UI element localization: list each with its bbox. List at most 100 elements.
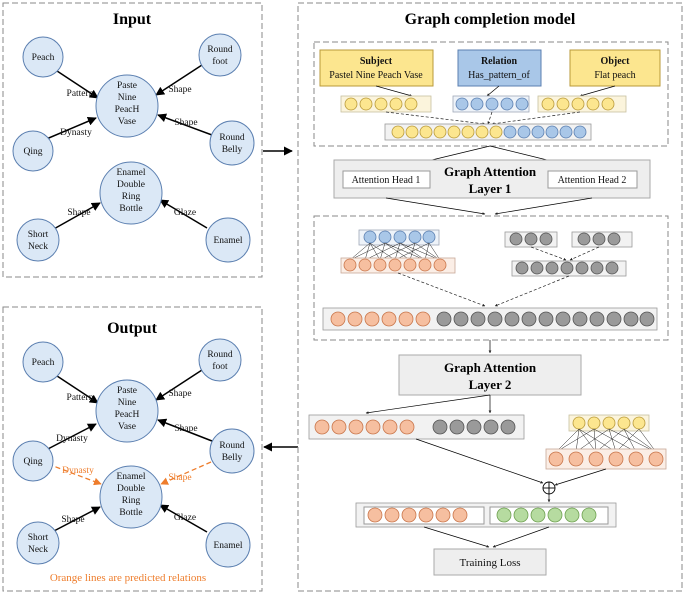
layer1-concat xyxy=(330,311,655,327)
input-title: Input xyxy=(113,11,152,28)
edge-label-glaze: Glaze xyxy=(174,208,196,218)
node-vase: Paste Nine PeacH Vase xyxy=(95,379,159,443)
node-short-neck: Short Neck xyxy=(16,521,60,565)
svg-text:Relation: Relation xyxy=(481,56,518,67)
subject-embedding xyxy=(344,97,418,111)
object-box: Object Flat peach xyxy=(569,49,661,87)
head2-output xyxy=(515,261,619,275)
svg-text:Pastel Nine Peach Vase: Pastel Nine Peach Vase xyxy=(329,70,423,81)
edge-label-dynasty: Dynasty xyxy=(60,128,92,138)
svg-text:Bottle: Bottle xyxy=(119,508,142,518)
svg-text:Object: Object xyxy=(601,56,631,67)
head1-query xyxy=(363,230,436,244)
node-round-belly: Round Belly xyxy=(209,428,255,474)
node-bottle: Enamel Double Ring Bottle xyxy=(99,465,163,529)
edge-label-dynasty: Dynasty xyxy=(56,434,88,444)
svg-text:Paste: Paste xyxy=(117,81,137,91)
node-enamel: Enamel xyxy=(205,217,251,263)
svg-text:Peach: Peach xyxy=(32,358,55,368)
node-qing: Qing xyxy=(12,440,54,482)
svg-text:Enamel: Enamel xyxy=(213,236,242,246)
node-peach: Peach xyxy=(22,341,64,383)
object-embedding xyxy=(541,97,615,111)
relation-embedding xyxy=(455,97,529,111)
edge-label-shape: Shape xyxy=(168,389,191,399)
svg-text:Enamel: Enamel xyxy=(116,472,145,482)
edge-label-shape: Shape xyxy=(67,208,90,218)
svg-text:Short: Short xyxy=(28,533,49,543)
edge-label-glaze: Glaze xyxy=(174,513,196,523)
projection-output xyxy=(548,451,664,467)
node-qing: Qing xyxy=(12,130,54,172)
svg-text:Training Loss: Training Loss xyxy=(459,557,520,569)
svg-text:Round: Round xyxy=(219,133,245,143)
svg-text:Subject: Subject xyxy=(360,56,393,67)
svg-text:Round: Round xyxy=(207,350,233,360)
output-panel: Output Pattern Shape Dynasty Shape Shape… xyxy=(2,306,263,592)
svg-text:Neck: Neck xyxy=(28,242,48,252)
node-round-belly: Round Belly xyxy=(209,120,255,166)
concatenated-embedding xyxy=(391,125,587,139)
svg-text:Belly: Belly xyxy=(222,145,243,155)
svg-text:Qing: Qing xyxy=(24,457,43,467)
svg-text:Nine: Nine xyxy=(118,398,136,408)
node-vase: Paste Nine PeacH Vase xyxy=(95,74,159,138)
svg-text:Nine: Nine xyxy=(118,93,136,103)
final-embedding xyxy=(367,507,597,523)
combine-icon xyxy=(542,481,556,495)
edge-label-shape: Shape xyxy=(174,118,197,128)
svg-text:Graph Attention: Graph Attention xyxy=(444,360,537,375)
model-title: Graph completion model xyxy=(405,11,576,28)
svg-text:Bottle: Bottle xyxy=(119,204,142,214)
head2-query-a xyxy=(509,232,553,246)
node-bottle: Enamel Double Ring Bottle xyxy=(99,161,163,225)
svg-text:Enamel: Enamel xyxy=(213,541,242,551)
svg-text:Layer 2: Layer 2 xyxy=(469,377,512,392)
predicted-label-shape: Shape xyxy=(168,473,191,483)
svg-text:Paste: Paste xyxy=(117,386,137,396)
svg-text:Belly: Belly xyxy=(222,453,243,463)
edge-label-shape: Shape xyxy=(61,515,84,525)
svg-text:Qing: Qing xyxy=(24,147,43,157)
svg-text:Double: Double xyxy=(117,484,145,494)
svg-text:Vase: Vase xyxy=(118,117,136,127)
svg-text:Peach: Peach xyxy=(32,53,55,63)
svg-text:Round: Round xyxy=(207,45,233,55)
svg-text:Ring: Ring xyxy=(122,496,141,506)
subject-box: Subject Pastel Nine Peach Vase xyxy=(319,49,434,87)
node-peach: Peach xyxy=(22,36,64,78)
edge-label-shape: Shape xyxy=(174,424,197,434)
svg-text:Vase: Vase xyxy=(118,422,136,432)
svg-text:PeacH: PeacH xyxy=(115,105,140,115)
relation-box: Relation Has_pattern_of xyxy=(457,49,542,87)
layer2-output xyxy=(314,419,516,435)
edge-label-pattern: Pattern xyxy=(67,393,94,403)
node-round-foot: Round foot xyxy=(198,338,242,382)
edge-label-shape: Shape xyxy=(168,85,191,95)
model-panel: Graph completion model Subject Pastel Ni… xyxy=(297,2,683,592)
svg-text:Double: Double xyxy=(117,180,145,190)
head2-query-b xyxy=(577,232,621,246)
svg-text:PeacH: PeacH xyxy=(115,410,140,420)
output-title: Output xyxy=(107,320,157,337)
gat-layer-2: Graph Attention Layer 2 xyxy=(398,354,582,396)
svg-text:Flat peach: Flat peach xyxy=(594,70,635,81)
svg-text:Ring: Ring xyxy=(122,192,141,202)
node-enamel: Enamel xyxy=(205,522,251,568)
predicted-label-dynasty: Dynasty xyxy=(62,466,94,476)
edge-label-pattern: Pattern xyxy=(67,89,94,99)
attention-head-1: Attention Head 1 xyxy=(352,175,421,186)
svg-text:foot: foot xyxy=(212,56,228,67)
svg-text:Short: Short xyxy=(28,230,49,240)
predicted-caption: Orange lines are predicted relations xyxy=(50,572,206,584)
svg-text:Graph Attention: Graph Attention xyxy=(444,164,537,179)
svg-text:Neck: Neck xyxy=(28,545,48,555)
svg-text:Round: Round xyxy=(219,441,245,451)
gat-layer-1: Graph Attention Layer 1 Attention Head 1… xyxy=(333,159,651,199)
input-panel: Input Pattern Shape Dynasty Shape Shape … xyxy=(2,2,263,278)
projection-input xyxy=(572,416,646,430)
svg-text:foot: foot xyxy=(212,361,228,372)
svg-text:Layer 1: Layer 1 xyxy=(469,181,512,196)
attention-head-2: Attention Head 2 xyxy=(558,175,627,186)
